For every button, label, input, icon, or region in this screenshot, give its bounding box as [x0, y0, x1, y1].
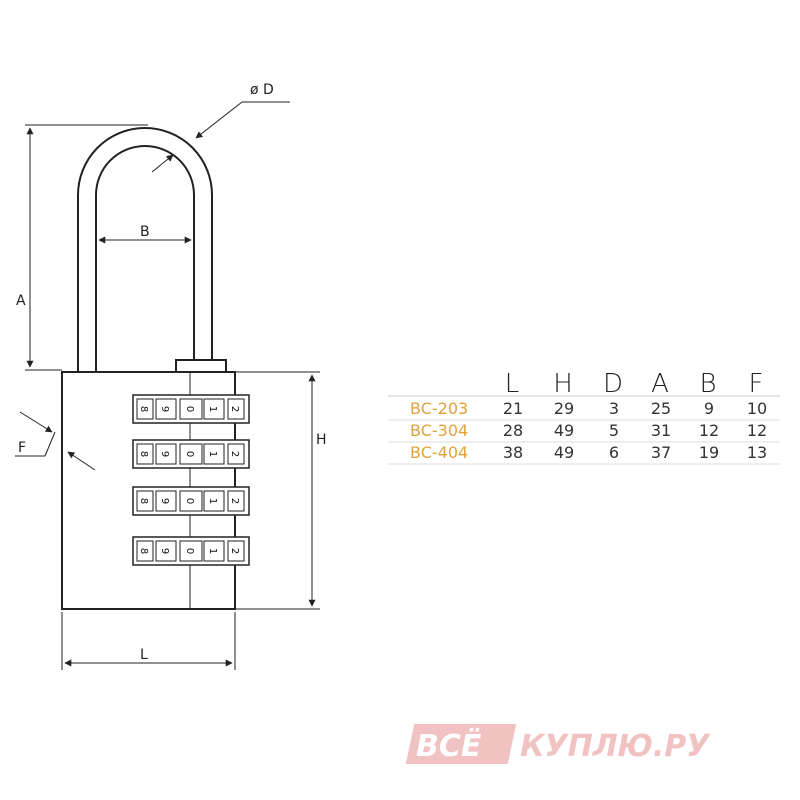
- table-cell: 49: [554, 443, 574, 462]
- table-header-cell: D: [603, 369, 623, 399]
- dial-digit: 2: [229, 406, 240, 412]
- table-cell: 31: [651, 421, 671, 440]
- table-cell: 49: [554, 421, 574, 440]
- table-cell: 21: [503, 399, 523, 418]
- watermark-logo: ВСЁ КУПЛЮ.РУ: [405, 724, 711, 764]
- table-cell: 6: [609, 443, 619, 462]
- table-header-cell: H: [553, 369, 573, 399]
- table-header-cell: B: [699, 369, 716, 399]
- table-cell: 9: [704, 399, 714, 418]
- dial-digit-slot: [227, 443, 245, 465]
- dial-digit-slot: [179, 398, 203, 420]
- table-header-cell: A: [651, 369, 669, 399]
- table-cell: 12: [747, 421, 767, 440]
- dial-digit: 2: [229, 548, 240, 554]
- dial-digit: 0: [184, 498, 195, 504]
- dial-digit-slot: [179, 540, 203, 562]
- dial-digit: 1: [207, 406, 218, 412]
- watermark-part2: КУПЛЮ.РУ: [520, 729, 711, 764]
- table-cell: 29: [554, 399, 574, 418]
- dial-digit: 9: [159, 451, 170, 457]
- watermark-part1: ВСЁ: [416, 728, 482, 764]
- dial-digit: 9: [159, 498, 170, 504]
- shackle-width-label: B: [140, 224, 150, 240]
- body-length-label: L: [140, 647, 148, 663]
- table-cell: 19: [699, 443, 719, 462]
- dial-digit-slot: [136, 443, 154, 465]
- dial-digit: 0: [184, 548, 195, 554]
- dial-digit: 2: [229, 498, 240, 504]
- table-row: BC-404 38 49 6 37 19 13: [410, 443, 767, 462]
- body-height-label: H: [316, 432, 327, 448]
- table-cell: 28: [503, 421, 523, 440]
- dial-digit: 8: [138, 451, 149, 457]
- table-cell: 13: [747, 443, 767, 462]
- dial-digit-slot: [227, 540, 245, 562]
- dial-digit: 0: [184, 451, 195, 457]
- dial-digit-slot: [136, 540, 154, 562]
- model-name: BC-203: [410, 399, 468, 418]
- table-header-cell: F: [749, 369, 764, 399]
- model-name: BC-304: [410, 421, 468, 440]
- dial-digit: 1: [207, 451, 218, 457]
- dial-digit-slot: [136, 490, 154, 512]
- dial-wheel: 8 9 0 1 2: [132, 536, 250, 566]
- dial-digit-slot: [179, 443, 203, 465]
- shackle: [77, 127, 227, 375]
- table-cell: 38: [503, 443, 523, 462]
- table-header-cell: L: [505, 369, 520, 399]
- shackle-height-label: A: [16, 293, 26, 309]
- dial-digit-slot: [203, 540, 225, 562]
- table-row: BC-304 28 49 5 31 12 12: [410, 421, 767, 440]
- model-name: BC-404: [410, 443, 468, 462]
- dial-digit-slot: [155, 540, 177, 562]
- table-row: BC-203 21 29 3 25 9 10: [410, 399, 767, 418]
- dial-wheel: 8 9 0 1 2: [132, 486, 250, 516]
- dial-wheel: 8 9 0 1 2: [132, 394, 250, 424]
- dial-digit-slot: [203, 398, 225, 420]
- dial-digit: 8: [138, 406, 149, 412]
- dial-digit-slot: [155, 443, 177, 465]
- dimension-lines: [15, 101, 320, 670]
- dial-digit: 9: [159, 406, 170, 412]
- offset-label: F: [18, 440, 26, 456]
- dial-digit: 8: [138, 498, 149, 504]
- dial-digit-slot: [136, 398, 154, 420]
- table-cell: 3: [609, 399, 619, 418]
- dial-digit: 0: [184, 406, 195, 412]
- dial-digit-slot: [203, 443, 225, 465]
- dial-digit-slot: [155, 398, 177, 420]
- dial-digit-slot: [179, 490, 203, 512]
- dial-digit-slot: [203, 490, 225, 512]
- dial-digit: 8: [138, 548, 149, 554]
- dial-digit: 1: [207, 548, 218, 554]
- dial-digit-slot: [227, 490, 245, 512]
- table-cell: 5: [609, 421, 619, 440]
- dial-digit-slot: [227, 398, 245, 420]
- diameter-label: ø D: [250, 82, 274, 98]
- combination-dials: 8 9 0 1 2 8 9 0 1 2 8 9 0 1 2 8 9 0 1 2: [132, 394, 250, 566]
- table-cell: 25: [651, 399, 671, 418]
- table-cell: 37: [651, 443, 671, 462]
- dial-wheel: 8 9 0 1 2: [132, 439, 250, 469]
- dial-digit: 9: [159, 548, 170, 554]
- dial-digit: 1: [207, 498, 218, 504]
- table-cell: 12: [699, 421, 719, 440]
- table-cell: 10: [747, 399, 767, 418]
- dial-digit: 2: [229, 451, 240, 457]
- dial-digit-slot: [155, 490, 177, 512]
